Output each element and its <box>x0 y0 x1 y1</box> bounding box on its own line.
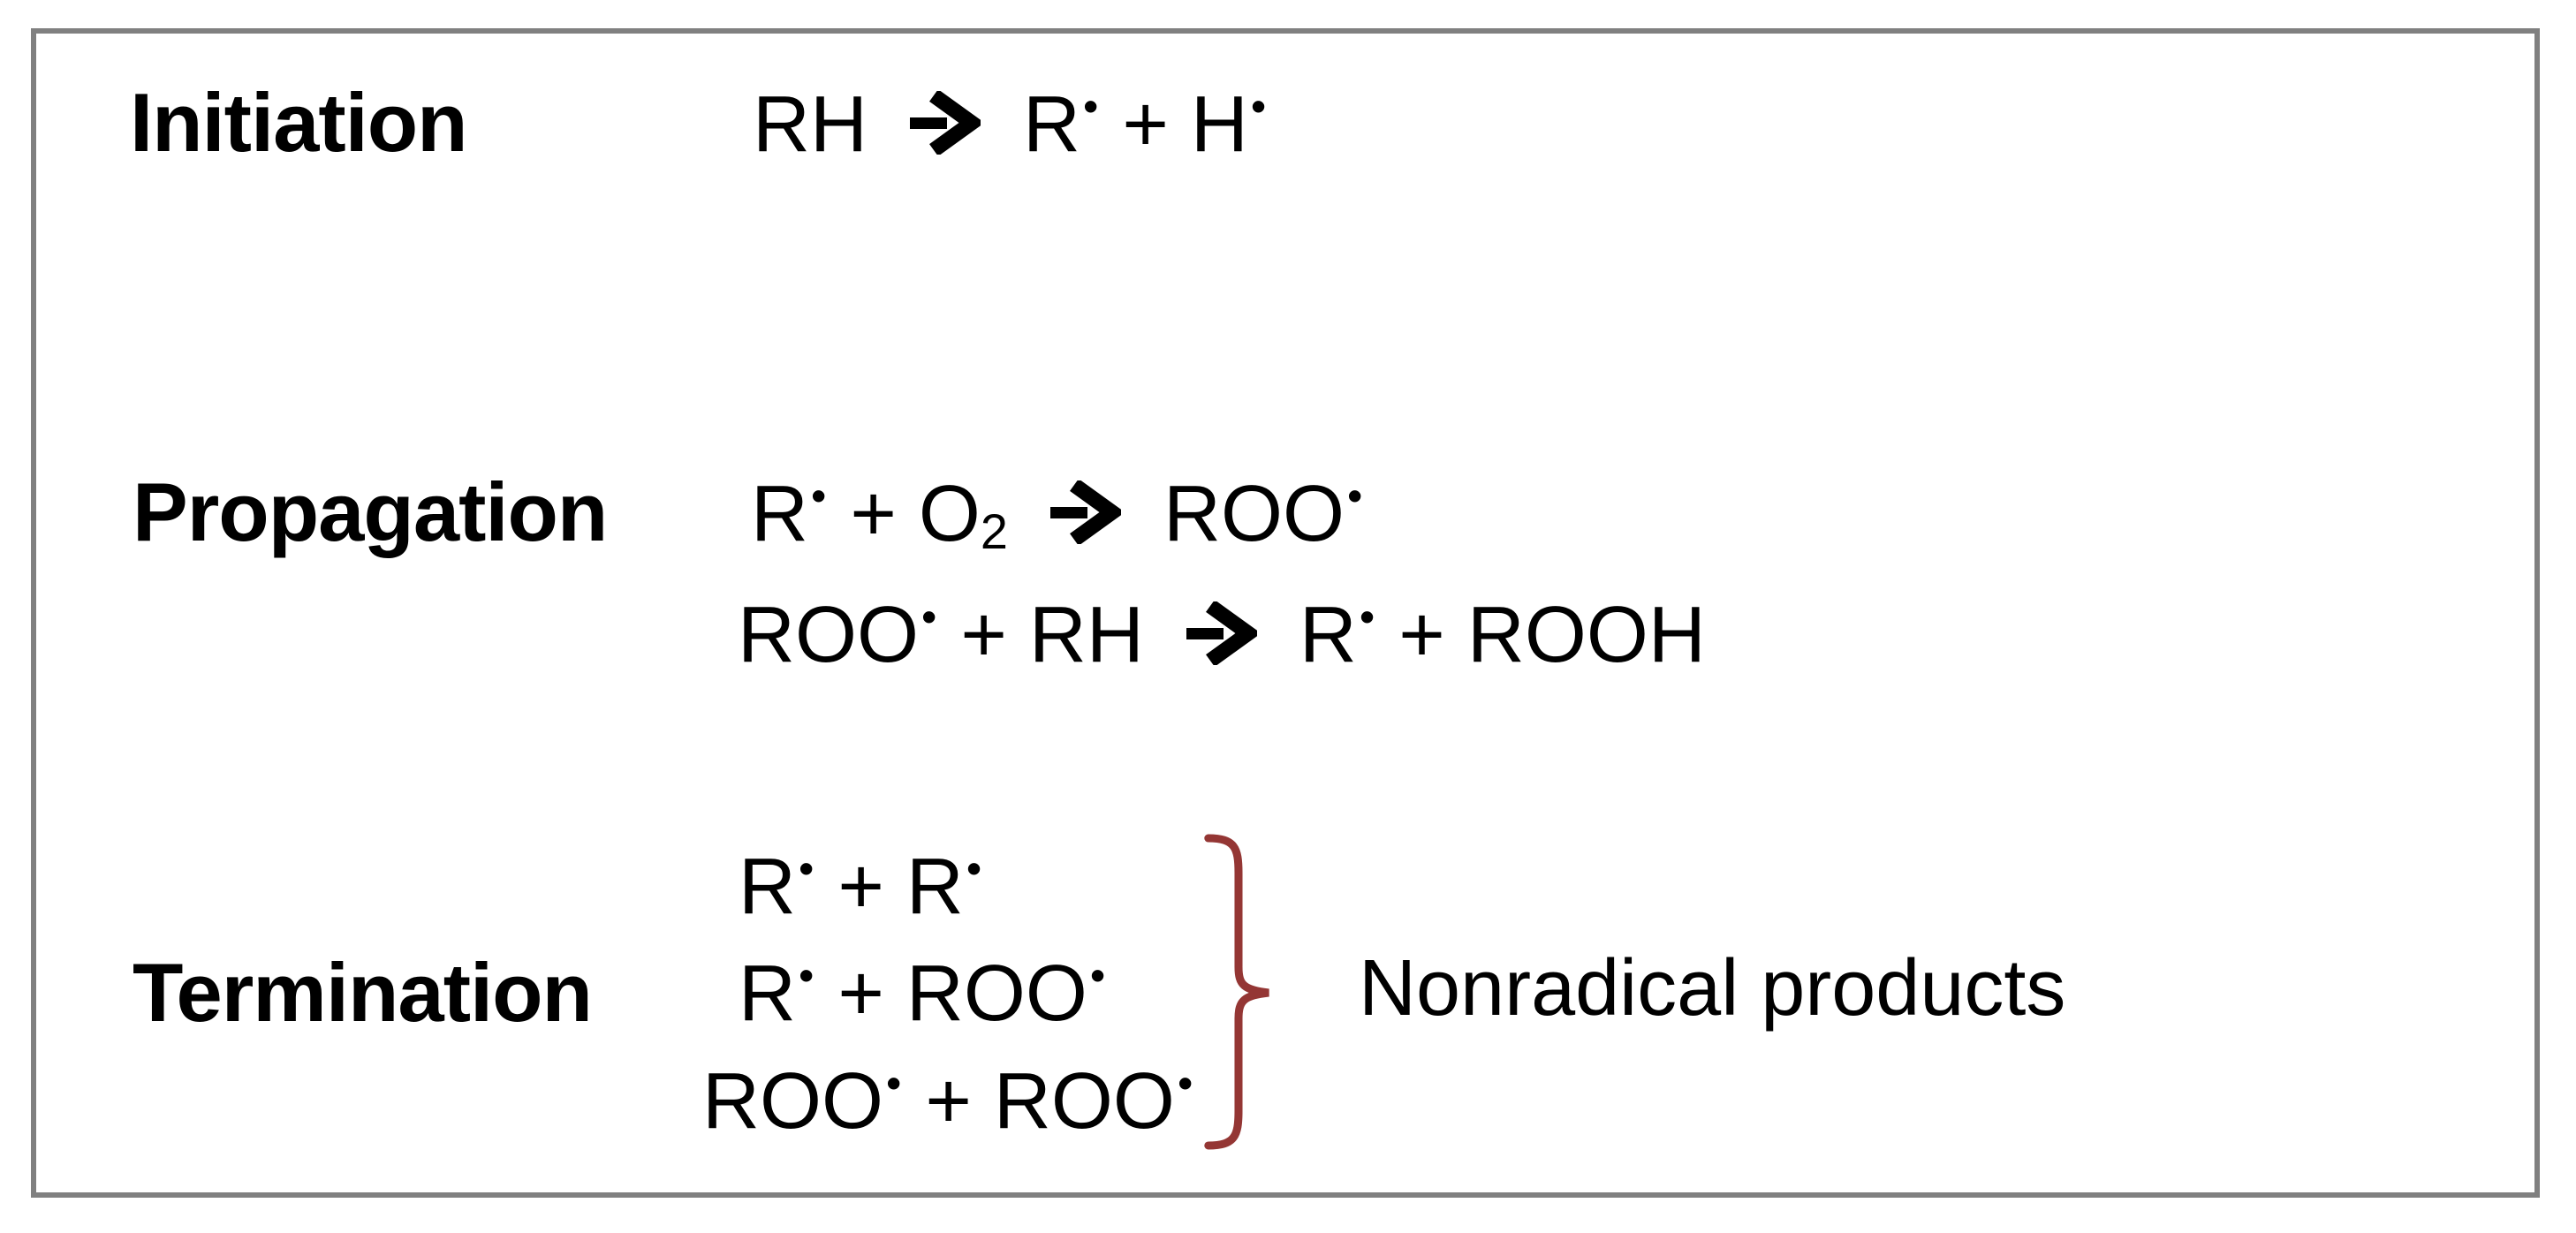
formula-text: ROO <box>1163 470 1345 558</box>
termination-products-note: Nonradical products <box>1359 944 2066 1033</box>
termination-equation-2: R• + ROO• <box>739 954 1107 1033</box>
radical-dot: • <box>1089 951 1106 1001</box>
radical-dot: • <box>799 844 814 894</box>
radical-dot: • <box>886 1059 902 1108</box>
formula-text: R <box>739 843 796 931</box>
arrow-right-icon <box>1049 474 1125 554</box>
arrow-right-icon <box>910 85 985 164</box>
section-label-initiation: Initiation <box>130 76 468 169</box>
radical-dot: • <box>966 844 982 894</box>
formula-text: ROO <box>702 1057 884 1146</box>
radical-dot: • <box>1359 593 1375 642</box>
radical-dot: • <box>921 593 937 642</box>
formula-text: + ROOH <box>1376 591 1706 679</box>
termination-equation-1: R• + R• <box>739 847 983 927</box>
formula-text: R <box>751 470 808 558</box>
formula-text: + R <box>815 843 964 931</box>
section-label-termination: Termination <box>133 946 593 1039</box>
formula-text: R <box>1023 80 1080 169</box>
subscript: 2 <box>980 503 1008 559</box>
formula-text: R <box>739 949 796 1038</box>
formula-text: R <box>1299 591 1357 679</box>
radical-dot: • <box>811 472 827 521</box>
arrow-right-icon <box>1186 595 1261 675</box>
radical-dot: • <box>799 951 814 1001</box>
termination-equation-3: ROO• + ROO• <box>702 1062 1194 1141</box>
formula-text: + H <box>1100 80 1248 169</box>
radical-dot: • <box>1250 82 1267 132</box>
radical-dot: • <box>1346 472 1363 521</box>
formula-text: RH <box>753 80 868 169</box>
formula-text: + ROO <box>903 1057 1175 1146</box>
formula-text: + O <box>828 470 981 558</box>
formula-text: + ROO <box>815 949 1087 1038</box>
frame-border <box>31 28 2540 1198</box>
section-label-propagation: Propagation <box>133 465 608 558</box>
right-curly-brace-icon <box>1204 834 1269 1150</box>
formula-text: + RH <box>938 591 1144 679</box>
radical-dot: • <box>1177 1059 1193 1108</box>
radical-dot: • <box>1083 82 1099 132</box>
formula-text: ROO <box>738 591 920 679</box>
